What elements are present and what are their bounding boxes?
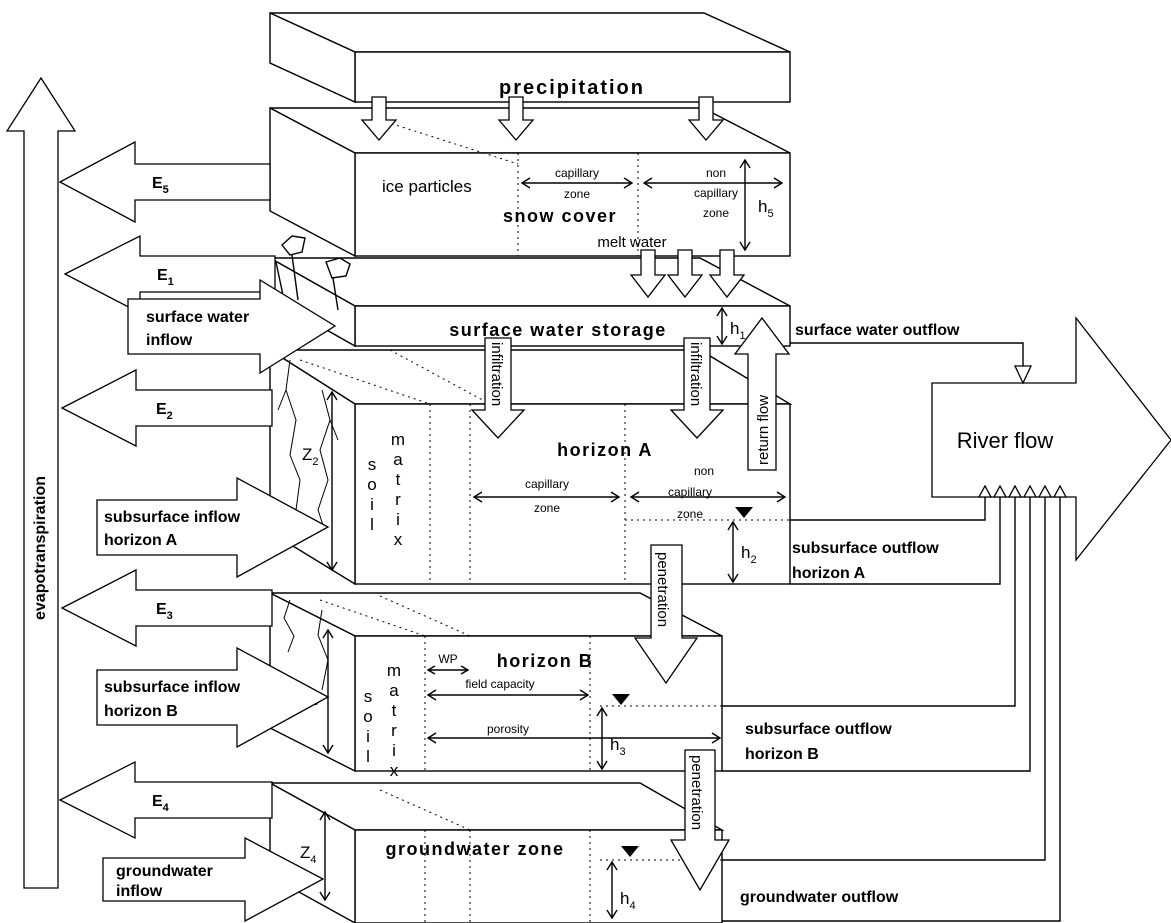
a-capillary-zone-label: zone xyxy=(534,501,560,515)
matrix-label-a: m a t r i x xyxy=(391,430,405,549)
svg-text:i: i xyxy=(392,741,396,760)
svg-text:t: t xyxy=(392,701,397,720)
melt-water-arrows xyxy=(629,249,746,299)
h2-label: h2 xyxy=(741,543,757,566)
subsurface-inflow-a-label: subsurface inflow xyxy=(104,509,241,526)
surface-water-inflow-label: surface water xyxy=(146,309,249,326)
surface-water-storage-slab: surface water storage h1 xyxy=(267,256,791,348)
infiltration-arrows: infiltration infiltration xyxy=(470,337,725,439)
penetration-arrow-1: penetration xyxy=(633,544,699,685)
svg-text:a: a xyxy=(393,450,403,469)
snow-capillary-zone-label: zone xyxy=(564,187,590,201)
z4-label: Z4 xyxy=(300,843,317,866)
evapotranspiration-label: evapotranspiration xyxy=(32,476,49,620)
precipitation-arrows xyxy=(360,96,725,142)
soil-label-b: s o i l xyxy=(363,687,372,766)
e4-label: E4 xyxy=(152,793,170,814)
evapotranspiration-arrow: evapotranspiration xyxy=(5,76,77,889)
svg-text:m: m xyxy=(387,661,401,680)
svg-text:t: t xyxy=(396,470,401,489)
e2-label: E2 xyxy=(156,401,173,422)
horizon-a-slab: horizon A s o i l m a t r i x capillary … xyxy=(267,348,793,586)
matrix-label-b: m a t r i x xyxy=(387,661,401,780)
svg-text:r: r xyxy=(391,721,397,740)
surface-water-storage-label: surface water storage xyxy=(449,320,667,340)
snow-cover-slab: ice particles snow cover melt water capi… xyxy=(269,106,791,258)
h1-label: h1 xyxy=(730,319,746,342)
svg-text:s: s xyxy=(368,455,377,474)
evaporation-arrows: E5 E1 E2 E3 E4 xyxy=(58,140,276,840)
a-capillary-label: capillary xyxy=(525,477,569,491)
precipitation-slab: precipitation xyxy=(269,11,791,104)
svg-text:o: o xyxy=(367,475,376,494)
surface-water-outflow-label: surface water outflow xyxy=(795,322,960,339)
snow-cover-label: snow cover xyxy=(503,206,617,226)
groundwater-outflow-label: groundwater outflow xyxy=(740,889,899,906)
svg-text:inflow: inflow xyxy=(146,332,193,349)
field-capacity-label: field capacity xyxy=(465,677,534,691)
h4-label: h4 xyxy=(620,889,636,912)
infiltration-label-2: infiltration xyxy=(687,342,704,406)
svg-text:i: i xyxy=(396,510,400,529)
a-noncap-zone-label: zone xyxy=(677,507,703,521)
penetration-label-1: penetration xyxy=(654,552,671,627)
horizon-b-label: horizon B xyxy=(497,651,594,671)
subsurface-inflow-b-label: subsurface inflow xyxy=(104,679,241,696)
svg-text:horizon B: horizon B xyxy=(745,746,819,763)
snow-non-label: non xyxy=(706,166,726,180)
wp-label: WP xyxy=(438,652,457,666)
horizon-a-label: horizon A xyxy=(557,440,653,460)
outflow-lines: surface water outflow subsurface outflow… xyxy=(722,322,1068,922)
river-flow-arrow: River flow xyxy=(931,316,1171,562)
snow-noncap-label: capillary xyxy=(694,186,738,200)
infiltration-label-1: infiltration xyxy=(488,342,505,406)
porosity-label: porosity xyxy=(487,722,529,736)
e1-label: E1 xyxy=(157,267,174,288)
river-flow-label: River flow xyxy=(957,428,1054,453)
return-flow-label: return flow xyxy=(755,395,772,465)
svg-text:x: x xyxy=(390,761,399,780)
svg-text:o: o xyxy=(363,707,372,726)
soil-label-a: s o i l xyxy=(367,455,376,534)
groundwater-zone-slab: groundwater zone h4 Z4 xyxy=(269,781,725,923)
svg-text:l: l xyxy=(370,515,374,534)
subsurface-outflow-a-label: subsurface outflow xyxy=(792,540,939,557)
penetration-arrow-2: penetration xyxy=(669,749,731,892)
snow-capillary-label: capillary xyxy=(555,166,599,180)
svg-text:a: a xyxy=(389,681,399,700)
precipitation-label: precipitation xyxy=(499,77,645,99)
melt-water-label: melt water xyxy=(597,234,666,251)
svg-text:r: r xyxy=(395,490,401,509)
plant-icon xyxy=(275,235,351,311)
svg-text:horizon A: horizon A xyxy=(104,532,178,549)
ice-particles-label: ice particles xyxy=(382,177,472,196)
svg-text:i: i xyxy=(366,727,370,746)
svg-text:horizon A: horizon A xyxy=(792,565,866,582)
groundwater-inflow-label: groundwater xyxy=(116,863,213,880)
svg-text:s: s xyxy=(364,687,373,706)
e3-label: E3 xyxy=(156,601,173,622)
svg-text:l: l xyxy=(366,747,370,766)
svg-text:x: x xyxy=(394,530,403,549)
svg-text:inflow: inflow xyxy=(116,883,163,900)
groundwater-zone-label: groundwater zone xyxy=(385,839,564,859)
snow-noncap-zone-label: zone xyxy=(703,206,729,220)
penetration-label-2: penetration xyxy=(688,755,705,830)
svg-text:m: m xyxy=(391,430,405,449)
a-non-label: non xyxy=(694,464,714,478)
svg-text:horizon B: horizon B xyxy=(104,703,178,720)
h3-label: h3 xyxy=(610,735,626,758)
svg-text:i: i xyxy=(370,495,374,514)
h5-label: h5 xyxy=(758,197,774,220)
subsurface-outflow-b-label: subsurface outflow xyxy=(745,721,892,738)
e5-label: E5 xyxy=(152,175,169,196)
return-flow-arrow: return flow xyxy=(733,316,791,471)
z2-label: Z2 xyxy=(302,445,319,468)
a-noncap-label: capillary xyxy=(668,485,712,499)
inflow-arrows: surface water inflow subsurface inflow h… xyxy=(96,278,337,923)
